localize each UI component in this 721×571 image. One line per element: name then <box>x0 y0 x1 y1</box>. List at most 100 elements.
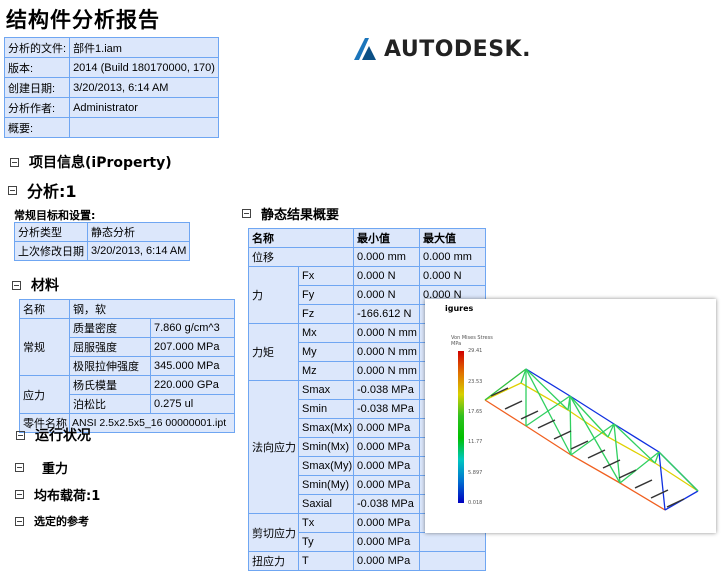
property-value: 345.000 MPa <box>150 356 235 376</box>
result-group: 力 <box>248 266 299 324</box>
setting-label: 分析类型 <box>14 222 88 242</box>
info-value: 2014 (Build 180170000, 170) <box>69 57 219 78</box>
section-title: 材料 <box>31 278 59 294</box>
file-info-table: 分析的文件:部件1.iam 版本:2014 (Build 180170000, … <box>3 37 219 138</box>
material-value: ANSI 2.5x2.5x5_16 00000001.ipt <box>69 413 235 433</box>
collapse-icon[interactable] <box>242 209 251 218</box>
setting-value: 静态分析 <box>86 222 191 242</box>
legend-tick: 23.53 <box>468 379 483 385</box>
max-value: 0.000 mm <box>419 247 486 267</box>
info-value: Administrator <box>69 97 219 118</box>
truss-model <box>484 368 699 511</box>
material-value: 钢，软 <box>69 299 235 319</box>
section-material[interactable]: 材料 <box>12 275 59 295</box>
result-name: Smin(Mx) <box>298 437 354 457</box>
section-gravity[interactable]: 重力 <box>15 458 68 477</box>
collapse-icon[interactable] <box>10 157 19 167</box>
result-group: 法向应力 <box>248 380 299 514</box>
material-label: 名称 <box>19 299 70 319</box>
section-title: 静态结果概要 <box>261 208 340 223</box>
material-label: 零件名称 <box>19 413 70 433</box>
property-value: 7.860 g/cm^3 <box>150 318 235 338</box>
material-group: 常规 <box>19 318 70 376</box>
figure-title: igures <box>445 304 474 313</box>
min-value: -166.612 N <box>353 304 420 324</box>
collapse-icon[interactable] <box>15 463 24 472</box>
collapse-icon[interactable] <box>15 490 24 499</box>
min-value: 0.000 MPa <box>353 475 420 495</box>
stress-figure: igures Von Mises Stress MPa 29.41 23.53 … <box>425 299 716 533</box>
legend-tick: 0.018 <box>468 500 483 506</box>
collapse-icon[interactable] <box>8 185 17 195</box>
legend-tick: 17.65 <box>468 409 483 415</box>
col-header: 最大值 <box>419 228 486 248</box>
result-name: 位移 <box>248 247 354 267</box>
collapse-icon[interactable] <box>12 280 21 290</box>
collapse-icon[interactable] <box>15 516 24 526</box>
legend-tick: 5.897 <box>468 470 483 476</box>
section-static-results[interactable]: 静态结果概要 <box>242 204 339 223</box>
info-label: 版本: <box>3 57 71 78</box>
logo-text: AUTODESK. <box>384 36 531 62</box>
section-title: 重力 <box>42 462 69 477</box>
result-name: Mz <box>298 361 354 381</box>
info-value: 部件1.iam <box>69 37 219 58</box>
info-label: 分析作者: <box>3 97 71 118</box>
info-value <box>69 117 219 138</box>
min-value: -0.038 MPa <box>353 380 420 400</box>
min-value: 0.000 mm <box>353 247 420 267</box>
general-settings-heading: 常规目标和设置: <box>14 209 96 222</box>
min-value: 0.000 N <box>353 285 420 305</box>
result-name: T <box>298 551 354 571</box>
result-name: Saxial <box>298 494 354 514</box>
col-header: 最小值 <box>353 228 420 248</box>
section-title: 分析:1 <box>27 182 77 201</box>
section-title: 项目信息(iProperty) <box>29 155 172 171</box>
legend-unit: MPa <box>451 341 462 347</box>
section-operating[interactable]: 运行状况 <box>16 425 91 445</box>
col-header: 名称 <box>248 228 354 248</box>
min-value: 0.000 MPa <box>353 532 420 552</box>
result-name: Smax(My) <box>298 456 354 476</box>
result-group: 剪切应力 <box>248 513 299 552</box>
min-value: 0.000 N mm <box>353 342 420 362</box>
result-name: My <box>298 342 354 362</box>
max-value: 0.000 N <box>419 266 486 286</box>
collapse-icon[interactable] <box>16 430 25 440</box>
info-label: 创建日期: <box>3 77 71 98</box>
min-value: -0.038 MPa <box>353 399 420 419</box>
max-value <box>419 532 486 552</box>
result-name: Tx <box>298 513 354 533</box>
material-group: 应力 <box>19 375 70 414</box>
property-label: 泊松比 <box>69 394 151 414</box>
autodesk-logo: AUTODESK. <box>352 36 531 62</box>
min-value: 0.000 MPa <box>353 551 420 571</box>
min-value: 0.000 MPa <box>353 513 420 533</box>
min-value: 0.000 MPa <box>353 437 420 457</box>
result-name: Smin(My) <box>298 475 354 495</box>
result-name: Fx <box>298 266 354 286</box>
legend-colorbar <box>458 351 464 503</box>
property-label: 极限拉伸强度 <box>69 356 151 376</box>
property-label: 质量密度 <box>69 318 151 338</box>
min-value: 0.000 N mm <box>353 323 420 343</box>
min-value: 0.000 MPa <box>353 456 420 476</box>
property-value: 207.000 MPa <box>150 337 235 357</box>
min-value: 0.000 N mm <box>353 361 420 381</box>
min-value: 0.000 N <box>353 266 420 286</box>
result-group: 扭应力 <box>248 551 299 571</box>
section-title: 均布载荷:1 <box>34 489 101 504</box>
section-analysis[interactable]: 分析:1 <box>8 178 77 202</box>
info-label: 概要: <box>3 117 71 138</box>
info-value: 3/20/2013, 6:14 AM <box>69 77 219 98</box>
property-label: 杨氏模量 <box>69 375 151 395</box>
section-iproperty[interactable]: 项目信息(iProperty) <box>10 152 172 172</box>
result-group: 力矩 <box>248 323 299 381</box>
section-load[interactable]: 均布载荷:1 <box>15 485 100 504</box>
property-value: 220.000 GPa <box>150 375 235 395</box>
section-refs[interactable]: 选定的参考 <box>15 513 89 529</box>
min-value: 0.000 MPa <box>353 418 420 438</box>
page-title: 结构件分析报告 <box>6 8 160 32</box>
